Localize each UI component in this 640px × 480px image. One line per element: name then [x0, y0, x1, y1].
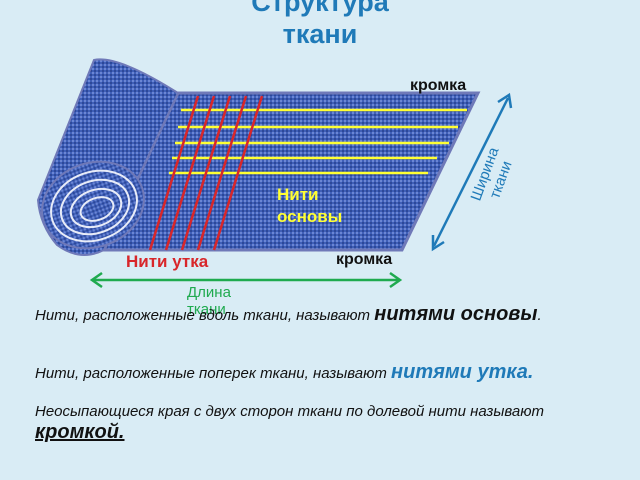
length-arrow — [89, 271, 403, 289]
warp-threads-label: Нити основы — [277, 185, 343, 226]
warp-threads — [169, 108, 467, 175]
selvedge-bottom-label: кромка — [336, 251, 393, 268]
definition-weft: Нити, расположенные поперек ткани, назыв… — [35, 361, 534, 383]
page-title: Структура ткани — [0, 0, 640, 50]
definition-warp: Нити, расположенные вдоль ткани, называю… — [35, 303, 542, 325]
term-weft: нитями утка. — [391, 361, 534, 383]
title-line-1: Структура — [251, 0, 389, 17]
weft-threads-label: Нити утка — [126, 252, 209, 271]
term-warp: нитями основы — [374, 303, 538, 325]
weft-threads — [148, 95, 264, 251]
roll-spiral — [50, 169, 138, 243]
width-arrow — [431, 92, 513, 252]
title-line-2: ткани — [282, 19, 358, 49]
definition-selvedge: Неосыпающиеся края с двух сторон ткани п… — [35, 403, 544, 443]
selvedge-top-label: кромка — [410, 77, 467, 94]
term-selvedge: кромкой. — [35, 421, 125, 443]
length-label: Длина ткани — [187, 284, 231, 318]
